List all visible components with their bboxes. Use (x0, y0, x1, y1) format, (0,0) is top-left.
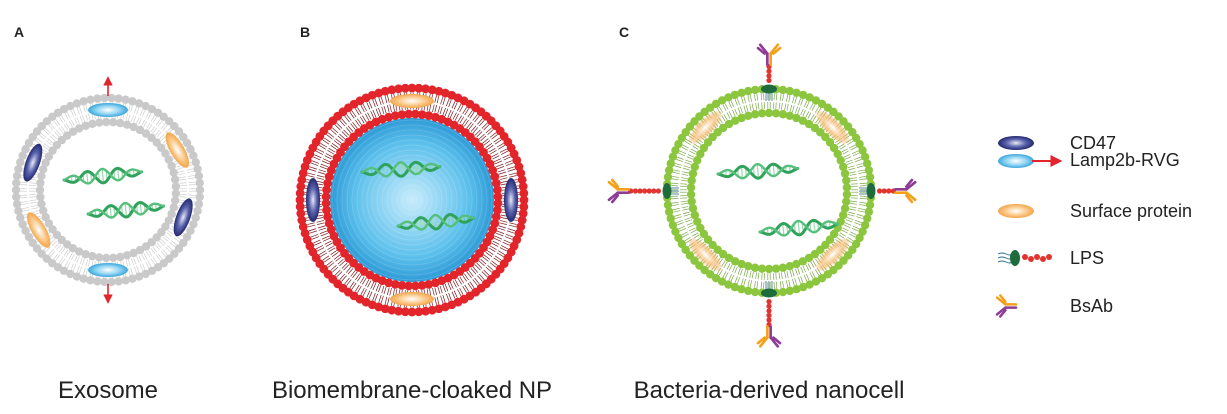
nanocell-bilayer (662, 84, 876, 298)
bsab-right (894, 178, 917, 204)
legend-label-surface-protein: Surface protein (1070, 201, 1192, 221)
panel-letter-c: C (619, 24, 629, 40)
np-bilayer (295, 83, 529, 317)
lamp2b-bottom (88, 263, 128, 277)
nanocell-surface-protein-1 (816, 110, 850, 144)
lps-icon (997, 250, 1052, 266)
nanocell-rna-strand-2 (758, 218, 840, 237)
cd47-icon (998, 136, 1034, 150)
caption-bacteria-nanocell: Bacteria-derived nanocell (634, 377, 905, 404)
lamp2b-rvg-icon (998, 154, 1063, 168)
legend-label-bsab: BsAb (1070, 296, 1113, 316)
panel-letter-a: A (14, 24, 24, 40)
exosome-bilayer (11, 93, 205, 287)
surface-protein-left (27, 212, 51, 248)
rna-strand-2 (86, 201, 166, 219)
cd47-right (173, 198, 193, 237)
lamp2b-top (88, 103, 128, 117)
np-cd47-left (306, 178, 320, 222)
biomembrane-np-illustration (295, 83, 529, 317)
np-rna-strand-2 (396, 213, 476, 231)
panel-letter-b: B (300, 24, 310, 40)
bsab-bottom (756, 325, 782, 348)
surface-protein-right (165, 132, 189, 168)
lps-bottom (761, 281, 777, 328)
np-core (330, 118, 494, 282)
np-rna-strand-1 (360, 160, 442, 178)
caption-exosome: Exosome (58, 377, 158, 404)
cd47-left (23, 143, 43, 182)
surface-protein-icon (998, 204, 1034, 218)
bacteria-nanocell-illustration (607, 43, 917, 348)
legend-label-lps: LPS (1070, 248, 1104, 268)
np-surface-protein-bottom (390, 292, 434, 306)
rna-strand-1 (62, 166, 144, 185)
legend (995, 136, 1063, 318)
nanocell-rna-strand-1 (716, 162, 800, 180)
bsab-left (607, 178, 631, 204)
bsab-icon (995, 294, 1018, 318)
caption-biomembrane-np: Biomembrane-cloaked NP (272, 377, 552, 404)
nanocell-surface-protein-3 (688, 238, 722, 272)
np-cd47-right (504, 178, 518, 222)
exosome-illustration (11, 76, 205, 304)
legend-label-cd47: CD47 (1070, 133, 1116, 153)
nanocell-surface-protein-2 (816, 238, 850, 272)
nanocell-surface-protein-4 (688, 110, 722, 144)
np-surface-protein-top (390, 94, 434, 108)
bsab-top (756, 43, 782, 66)
legend-label-lamp2b-rvg: Lamp2b-RVG (1070, 150, 1180, 170)
